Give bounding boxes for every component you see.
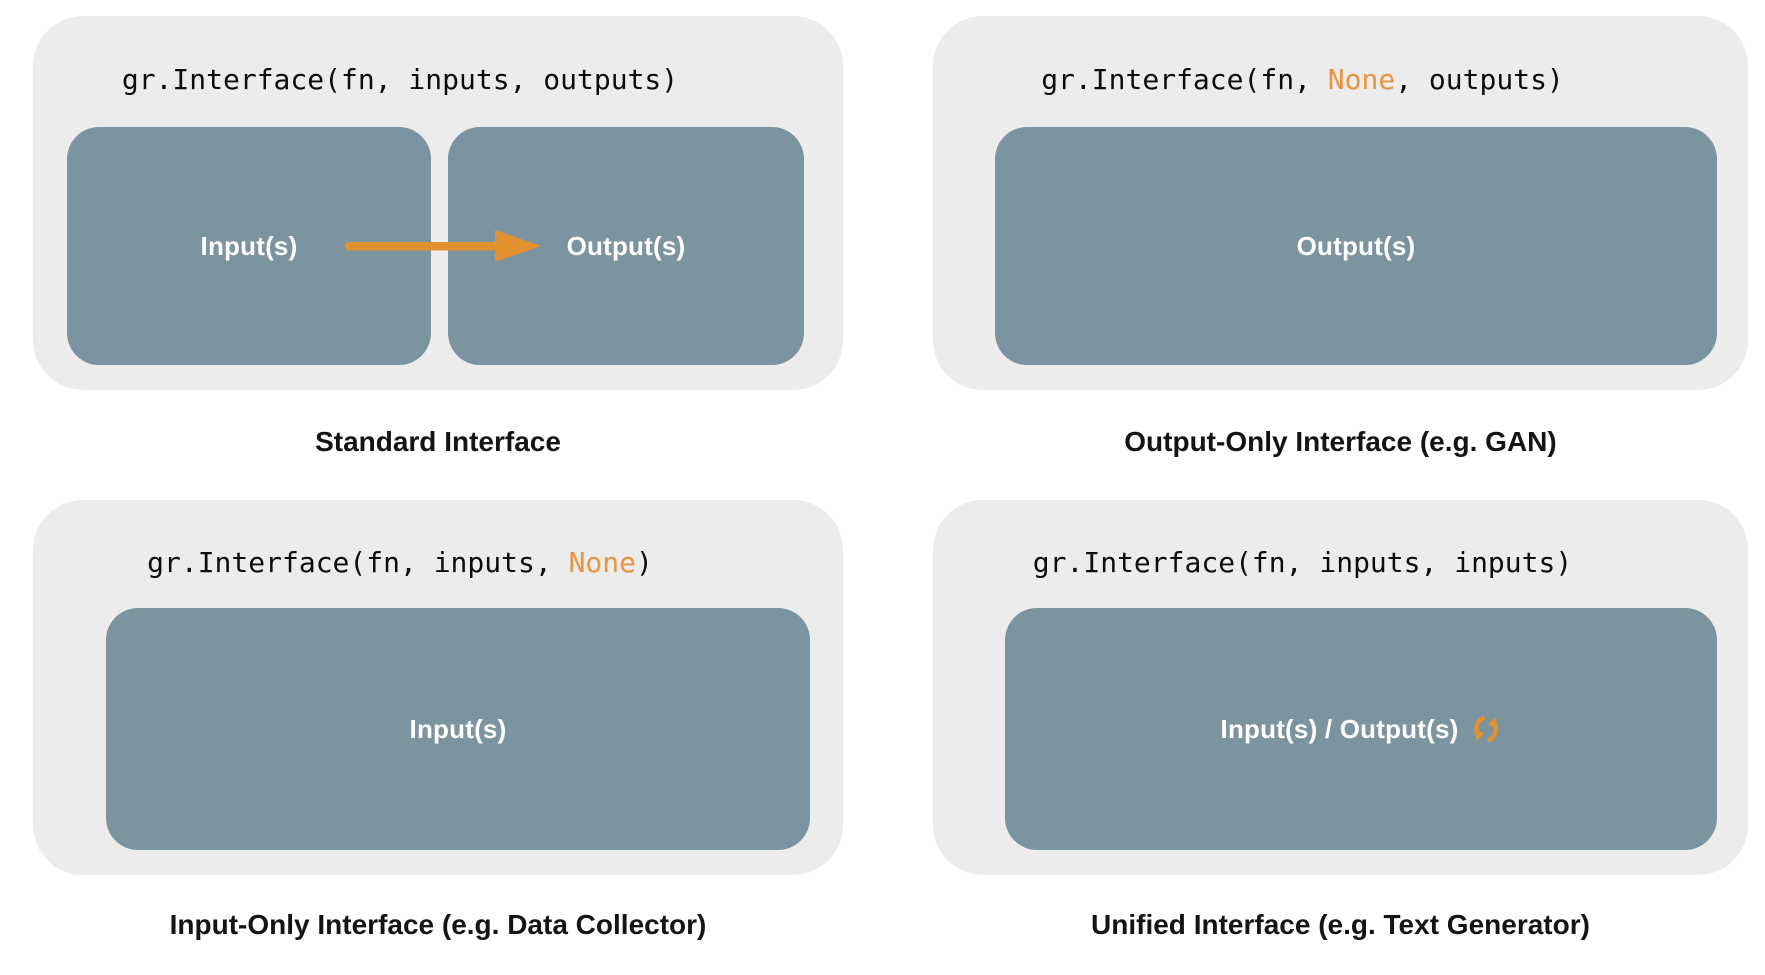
caption-input-only-interface: Input-Only Interface (e.g. Data Collecto… [169,909,707,940]
code-text: ) [636,546,653,579]
panel-output-only-interface: gr.Interface(fn, None, outputs) Output(s… [933,16,1748,390]
caption-unified-interface: Unified Interface (e.g. Text Generator) [1091,909,1590,940]
right-arrow-icon [345,230,541,262]
unified-io-label-text: Input(s) / Output(s) [1220,713,1459,744]
unified-io-box: Input(s) / Output(s) [1005,608,1717,850]
inputs-box-label: Input(s) [409,713,507,744]
outputs-box-label: Output(s) [1296,230,1416,261]
code-highlight-none: None [568,546,636,579]
inputs-box-label: Input(s) [200,230,298,261]
code-text: gr.Interface(fn, inputs, [147,546,569,579]
code-line-input-only: gr.Interface(fn, inputs, None) [0,539,805,587]
inputs-box: Input(s) [106,608,810,850]
panel-unified-interface: gr.Interface(fn, inputs, inputs) Input(s… [933,500,1748,875]
code-line-output-only: gr.Interface(fn, None, outputs) [895,56,1710,104]
code-text: , outputs) [1395,63,1564,96]
code-line-standard: gr.Interface(fn, inputs, outputs) [0,56,805,104]
code-text: gr.Interface(fn, [1041,63,1328,96]
outputs-box: Output(s) [995,127,1717,365]
caption-standard-interface: Standard Interface [315,426,561,457]
panel-standard-interface: gr.Interface(fn, inputs, outputs) Input(… [33,16,843,390]
code-text: gr.Interface(fn, inputs, outputs) [121,63,679,96]
panel-input-only-interface: gr.Interface(fn, inputs, None) Input(s) [33,500,843,875]
unified-io-box-label: Input(s) / Output(s) [1221,713,1502,745]
caption-output-only-interface: Output-Only Interface (e.g. GAN) [1124,426,1557,457]
code-line-unified: gr.Interface(fn, inputs, inputs) [895,539,1710,587]
sync-loop-icon [1474,715,1499,743]
outputs-box-label: Output(s) [566,230,686,261]
code-highlight-none: None [1327,63,1396,96]
code-text: gr.Interface(fn, inputs, inputs) [1032,546,1573,579]
